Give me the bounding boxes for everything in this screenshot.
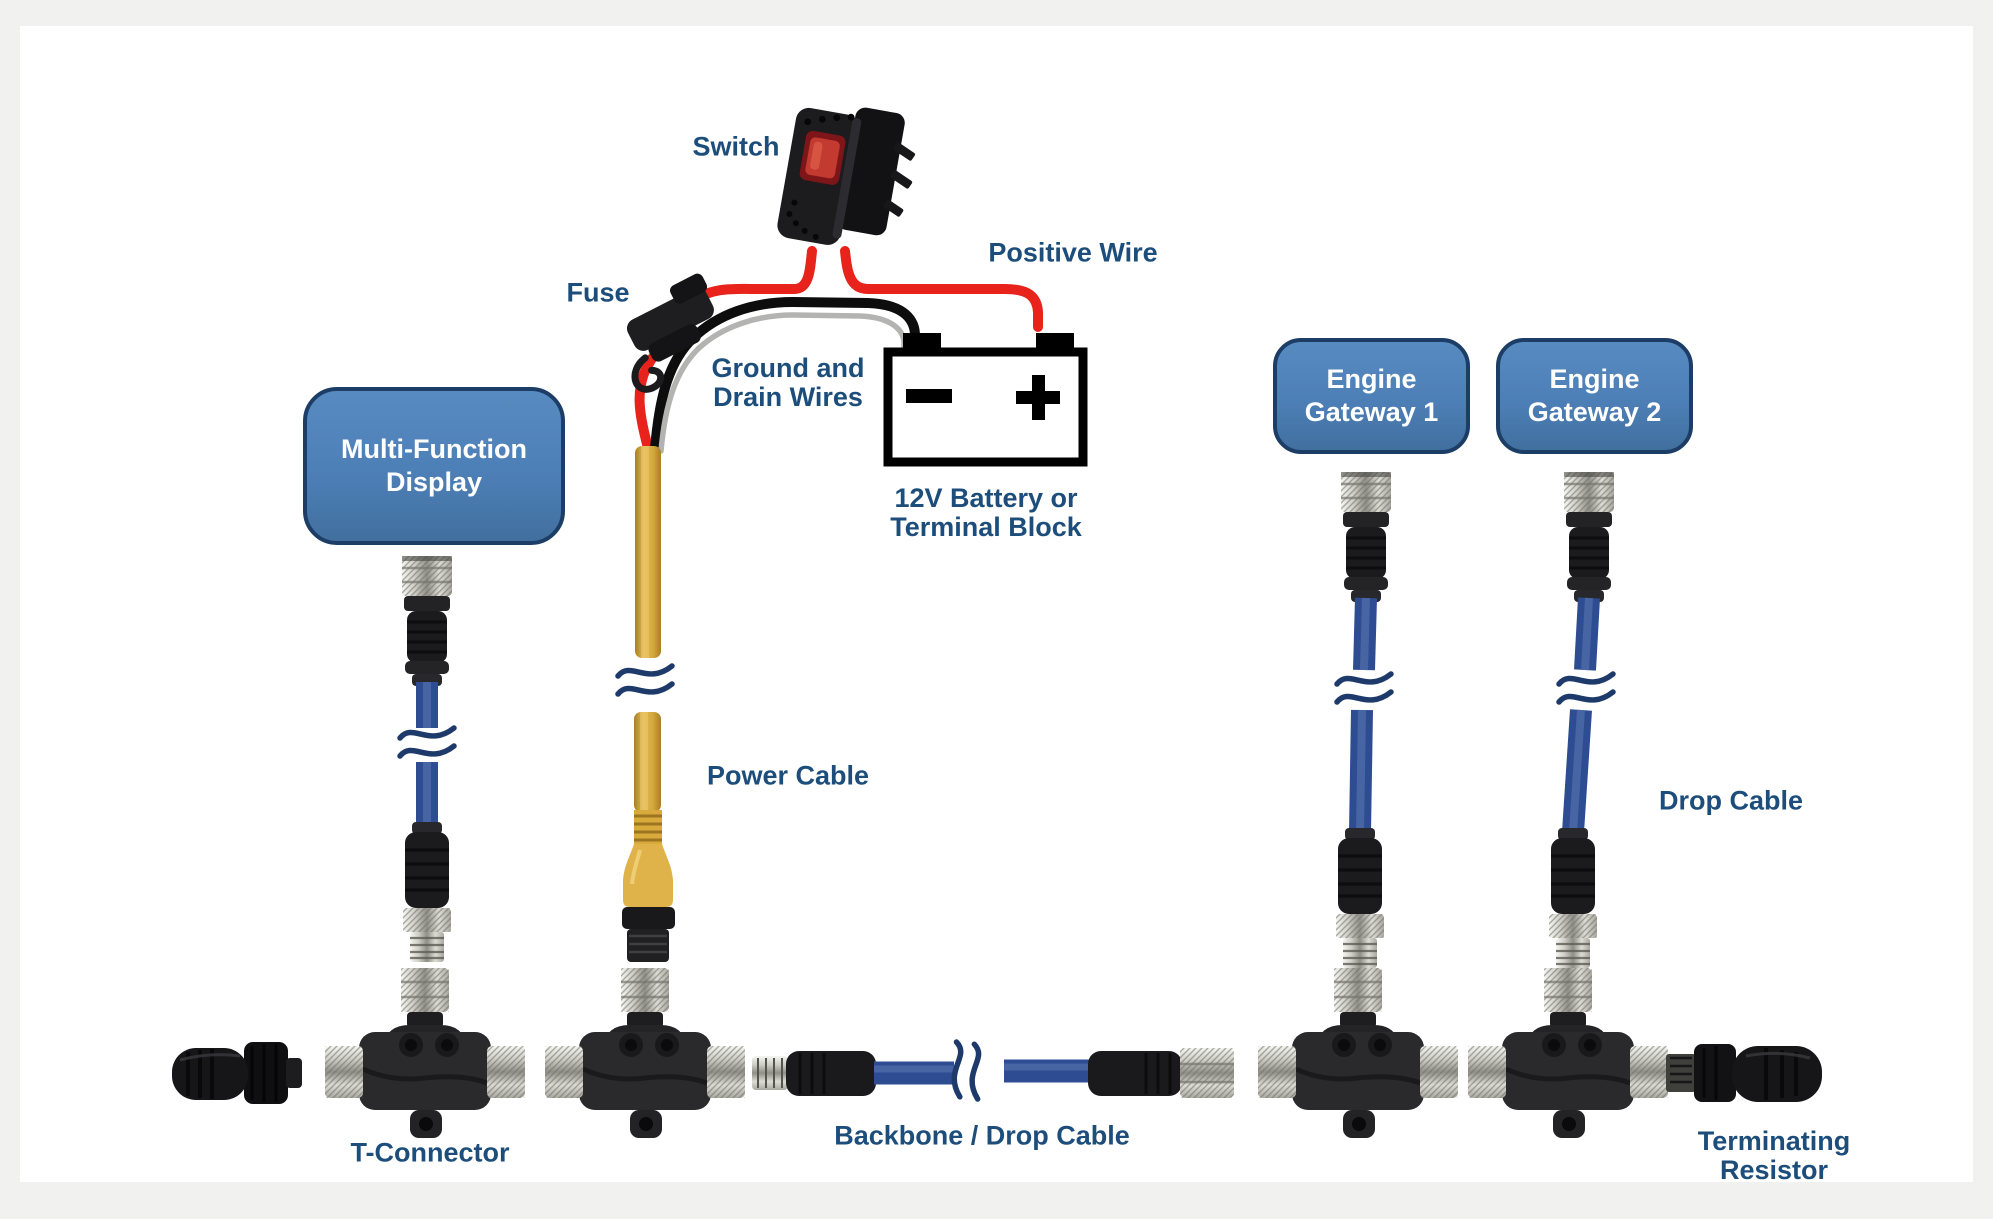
fuse-label: Fuse <box>566 277 630 308</box>
node-multi-function-display: Multi-Function Display <box>303 387 565 545</box>
node-label-line: Display <box>385 467 483 497</box>
node-label-line: Engine <box>1326 364 1417 394</box>
cable-break-icon <box>950 1042 984 1099</box>
t-connector <box>545 968 745 1138</box>
rocker-switch-icon <box>777 107 916 245</box>
drop-cable-label: Drop Cable <box>1658 785 1804 816</box>
battery-negative-terminal-symbol <box>906 389 952 403</box>
drop-cable-gateway-2 <box>1547 470 1614 970</box>
backbone-cable <box>752 1042 1234 1099</box>
t-connector <box>325 968 525 1138</box>
cable-break-icon <box>1559 674 1613 702</box>
t-connector-label: T-Connector <box>350 1137 510 1168</box>
battery <box>883 333 1088 467</box>
diagram-background <box>20 26 1973 1182</box>
fuse-holder-icon <box>626 273 714 393</box>
battery-body <box>883 347 1088 467</box>
node-label-line: Gateway 1 <box>1304 397 1439 427</box>
switch-label: Switch <box>692 131 780 162</box>
terminating-resistor-left <box>170 1040 304 1106</box>
positive-wire-switch-to-battery <box>840 246 1043 332</box>
battery-label: 12V Battery or Terminal Block <box>890 483 1082 542</box>
t-connector <box>1258 968 1458 1138</box>
ground-drain-wires-label: Ground and Drain Wires <box>711 353 865 412</box>
cable-break-icon <box>1337 674 1391 702</box>
positive-wire-fuse-to-switch <box>687 246 817 306</box>
terminating-resistor-right <box>1664 1042 1824 1104</box>
drop-cable-mfd <box>400 554 454 964</box>
ground-wire <box>650 296 920 454</box>
battery-positive-terminal-symbol <box>1016 375 1060 420</box>
drop-cable-gateway-1 <box>1336 470 1391 970</box>
node-engine-gateway-1: Engine Gateway 1 <box>1273 338 1470 454</box>
drain-wire <box>658 312 907 454</box>
power-cable-graphic <box>618 446 675 962</box>
terminating-resistor-label: Terminating Resistor <box>1697 1126 1851 1185</box>
cable-break-icon <box>618 666 672 694</box>
node-label-line: Gateway 2 <box>1527 397 1662 427</box>
node-engine-gateway-2: Engine Gateway 2 <box>1496 338 1693 454</box>
positive-wire-label: Positive Wire <box>988 237 1158 268</box>
backbone-drop-cable-label: Backbone / Drop Cable <box>834 1120 1130 1151</box>
t-connector <box>1468 968 1668 1138</box>
node-label-line: Multi-Function <box>341 434 527 464</box>
cable-break-icon <box>400 728 454 756</box>
node-label-line: Engine <box>1549 364 1640 394</box>
power-cable-label: Power Cable <box>706 760 870 791</box>
